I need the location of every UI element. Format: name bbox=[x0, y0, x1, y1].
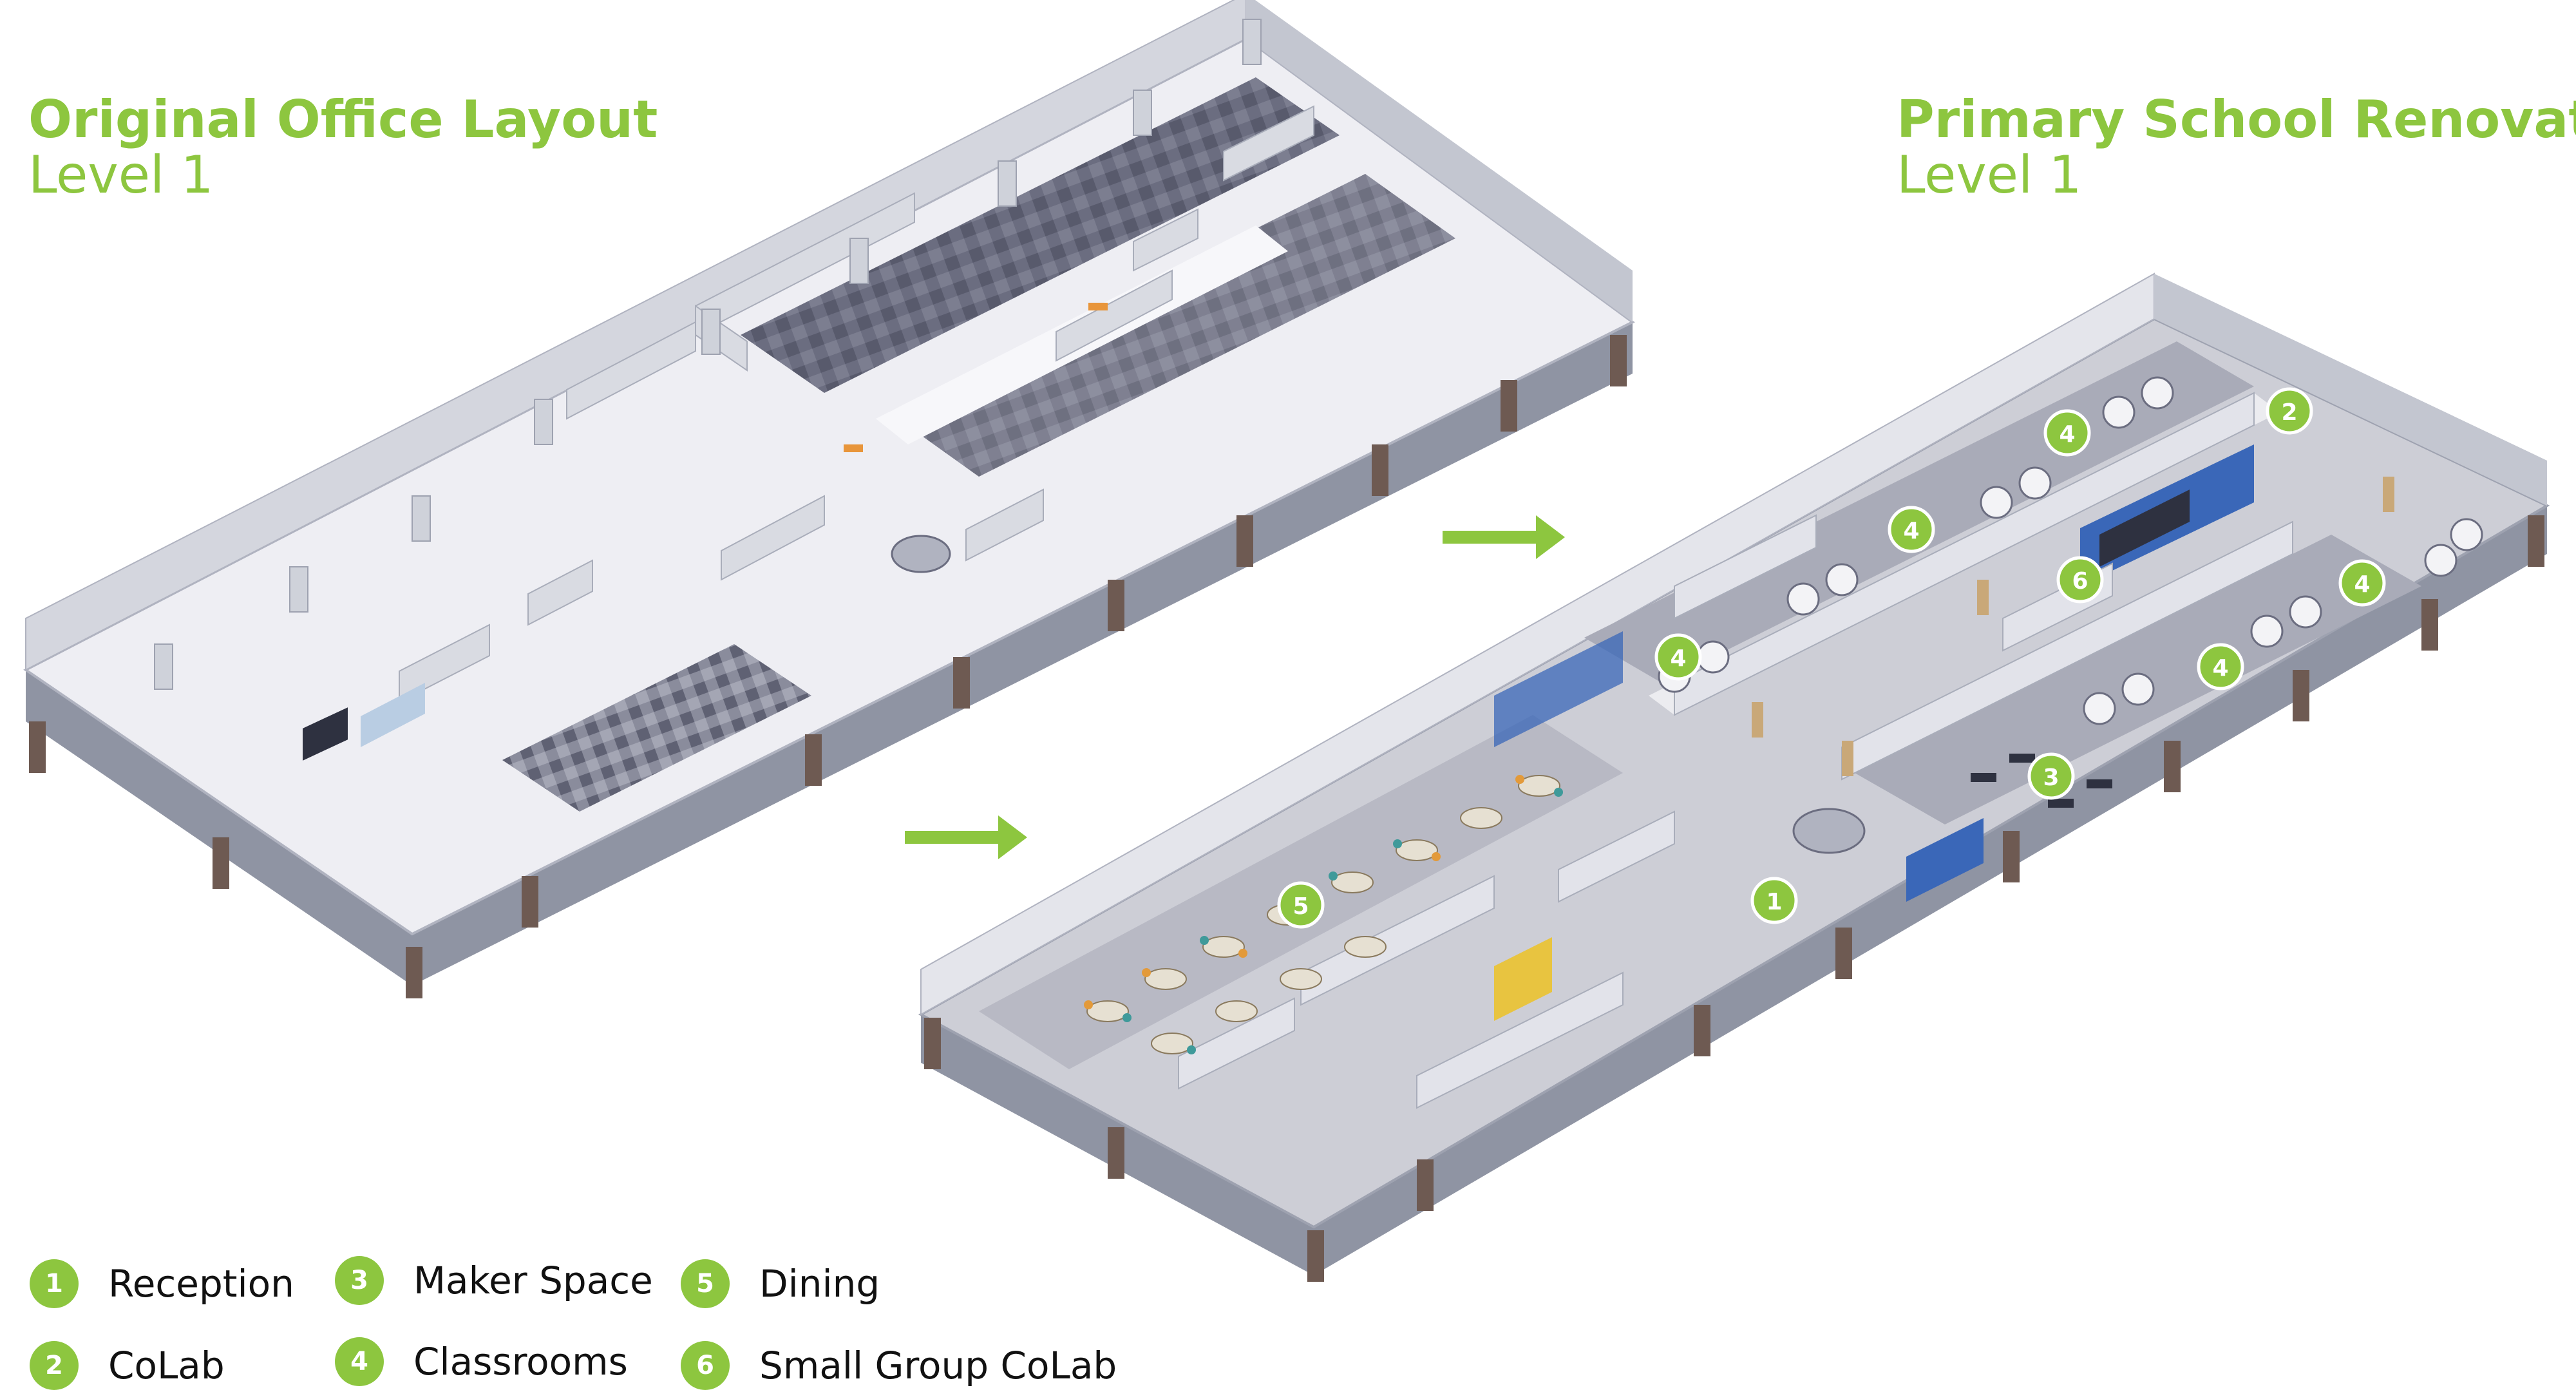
svg-text:1: 1 bbox=[1766, 889, 1782, 915]
left-exterior-wall-east bbox=[1246, 0, 1633, 322]
primary-school-plan: 1 2 3 4 4 4 4 4 bbox=[918, 272, 2550, 1282]
arrow-top bbox=[1443, 515, 1565, 559]
map-badge-6-small-group-colab: 6 bbox=[2056, 556, 2104, 604]
left-brick-columns bbox=[29, 335, 1627, 998]
legend-label-small-group-colab: Small Group CoLab bbox=[759, 1344, 1117, 1387]
legend-item-maker-space: 3 Maker Space bbox=[335, 1256, 653, 1305]
arrow-bottom bbox=[905, 815, 1027, 859]
right-spiral-stair bbox=[1792, 808, 1866, 854]
svg-text:4: 4 bbox=[1670, 645, 1686, 672]
legend-label-classrooms: Classrooms bbox=[413, 1340, 628, 1384]
legend-label-colab: CoLab bbox=[108, 1344, 225, 1387]
map-badge-5-dining: 5 bbox=[1277, 881, 1325, 929]
legend-item-reception: 1 Reception bbox=[30, 1259, 294, 1308]
legend-item-colab: 2 CoLab bbox=[30, 1341, 225, 1390]
left-carpet-band-middle bbox=[889, 174, 1455, 477]
svg-text:4: 4 bbox=[2212, 655, 2228, 681]
right-dining-tables bbox=[1084, 775, 1563, 1054]
left-orange-accent-2 bbox=[844, 444, 863, 452]
map-badge-4-classroom-e: 4 bbox=[2197, 643, 2244, 690]
left-glass-panel bbox=[361, 683, 425, 747]
svg-text:4: 4 bbox=[2059, 421, 2075, 448]
left-stair-south bbox=[303, 707, 348, 761]
left-plan-title-block: Original Office Layout Level 1 bbox=[28, 94, 658, 201]
svg-text:3: 3 bbox=[2043, 765, 2059, 791]
legend-label-maker-space: Maker Space bbox=[413, 1259, 653, 1302]
legend-badge-3: 3 bbox=[335, 1256, 384, 1305]
right-yellow-room bbox=[1494, 937, 1552, 1021]
svg-text:4: 4 bbox=[2354, 571, 2370, 598]
map-badge-4-classroom-b: 4 bbox=[1888, 506, 1935, 553]
right-brick-columns bbox=[924, 515, 2544, 1282]
left-interior-walls bbox=[399, 105, 1314, 703]
map-badge-4-classroom-d: 4 bbox=[2338, 559, 2386, 607]
left-plan-title: Original Office Layout bbox=[28, 90, 658, 149]
right-plan-subtitle: Level 1 bbox=[1897, 145, 2082, 205]
legend-item-dining: 5 Dining bbox=[681, 1259, 880, 1308]
legend-badge-1: 1 bbox=[30, 1259, 79, 1308]
right-blue-wall-south bbox=[1494, 631, 1623, 747]
legend-label-reception: Reception bbox=[108, 1262, 294, 1306]
legend-item-small-group-colab: 6 Small Group CoLab bbox=[681, 1341, 1117, 1390]
left-north-pillars bbox=[154, 19, 1262, 690]
svg-text:4: 4 bbox=[1903, 518, 1919, 544]
map-badge-4-classroom-c: 4 bbox=[1654, 633, 1702, 681]
right-exterior-wall-east bbox=[2154, 274, 2547, 506]
map-badge-2-colab: 2 bbox=[2266, 387, 2313, 435]
left-carpet-band-north bbox=[741, 77, 1340, 393]
original-office-plan bbox=[23, 0, 1635, 998]
legend-badge-5: 5 bbox=[681, 1259, 730, 1308]
right-maker-space-desks bbox=[1971, 754, 2112, 808]
right-plan-title-block: Primary School Renovation Level 1 bbox=[1897, 94, 2576, 201]
svg-text:6: 6 bbox=[2072, 568, 2088, 595]
legend-badge-2: 2 bbox=[30, 1341, 79, 1390]
svg-text:2: 2 bbox=[2281, 399, 2297, 426]
legend-label-dining: Dining bbox=[759, 1262, 880, 1306]
svg-text:5: 5 bbox=[1293, 893, 1309, 920]
left-orange-accent-1 bbox=[1088, 303, 1108, 310]
map-badge-4-classroom-a: 4 bbox=[2043, 409, 2091, 457]
legend-item-classrooms: 4 Classrooms bbox=[335, 1337, 628, 1386]
left-plan-subtitle: Level 1 bbox=[28, 145, 214, 205]
left-carpet-south bbox=[502, 644, 811, 812]
right-stair bbox=[2099, 490, 2190, 567]
map-badge-1-reception: 1 bbox=[1750, 877, 1798, 924]
right-interior-walls bbox=[1178, 392, 2293, 1109]
legend-badge-4: 4 bbox=[335, 1337, 384, 1386]
right-blue-wall-reception bbox=[1906, 818, 1984, 902]
right-wood-panels bbox=[1752, 477, 2394, 776]
map-badge-3-maker-space: 3 bbox=[2027, 752, 2075, 800]
legend-badge-6: 6 bbox=[681, 1341, 730, 1390]
left-spiral-stair bbox=[891, 535, 951, 573]
right-plan-title: Primary School Renovation bbox=[1897, 90, 2576, 149]
